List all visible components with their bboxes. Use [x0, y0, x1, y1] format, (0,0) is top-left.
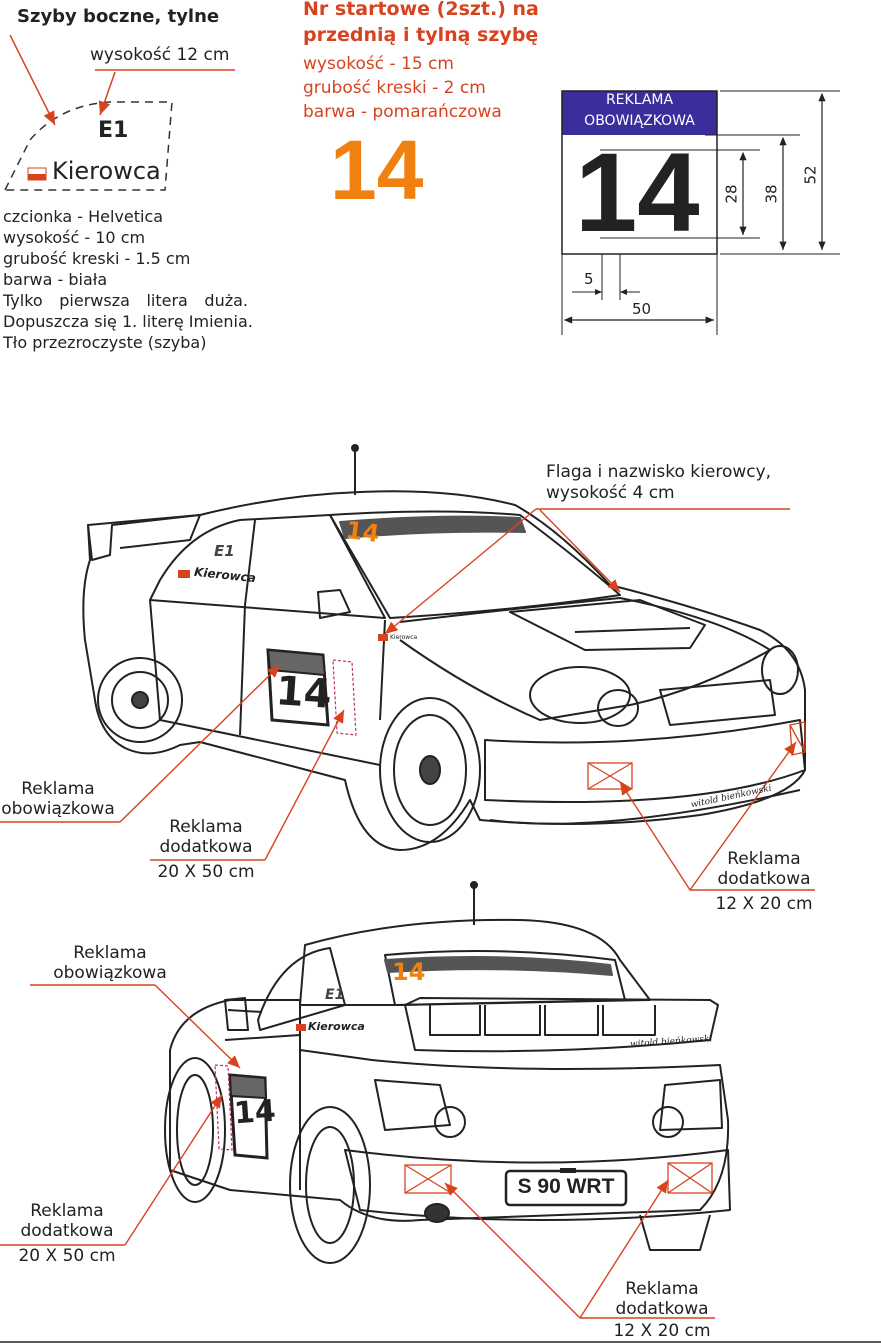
sample-start-number: 14	[330, 123, 424, 217]
rear-door-extra-1: Reklama	[30, 1201, 104, 1221]
front-bumper-extra-2: dodatkowa	[717, 869, 811, 889]
front-door-extra-2: dodatkowa	[159, 837, 253, 857]
rear-bumper-extra-1: Reklama	[625, 1279, 699, 1299]
window-spec-line: grubość kreski - 1.5 cm	[3, 249, 191, 268]
plate-header-2: OBOWIĄZKOWA	[584, 113, 695, 129]
window-callout-line	[9, 34, 56, 126]
rear-window-number: 14	[392, 958, 426, 986]
dim-height-total: 52	[801, 165, 820, 185]
dim-height-mid: 38	[762, 184, 781, 204]
rear-door-number: 14	[232, 1093, 277, 1132]
front-fender-name: Kierowca	[390, 634, 418, 641]
plate-number: 14	[575, 130, 700, 255]
front-windscreen-number: 14	[344, 515, 382, 549]
front-bumper-extra-callout: Reklama dodatkowa 12 X 20 cm	[694, 849, 834, 914]
rear-car-outline	[164, 881, 731, 1264]
front-car-outline	[82, 444, 806, 851]
window-spec-line: wysokość - 10 cm	[3, 228, 146, 247]
front-mandatory-callout: Reklama obowiązkowa	[0, 779, 128, 819]
dim-height-inner: 28	[722, 184, 741, 204]
rear-side-name: Kierowca	[308, 1020, 365, 1033]
rear-mandatory-callout: Reklama obowiązkowa	[40, 943, 180, 983]
door-plate-drawing	[561, 90, 840, 335]
rear-side-code: E1	[325, 987, 345, 1003]
front-callout-lines	[0, 508, 815, 891]
rear-mandatory-1: Reklama	[73, 943, 147, 963]
window-spec-line: czcionka - Helvetica	[3, 207, 164, 226]
rear-door-extra-2: dodatkowa	[20, 1221, 114, 1241]
front-car-decals	[178, 570, 806, 790]
rear-bumper-extra-2: dodatkowa	[615, 1299, 709, 1319]
start-spec-line: wysokość - 15 cm	[303, 54, 454, 74]
window-height-label: wysokość 12 cm	[90, 45, 230, 65]
start-spec-line: grubość kreski - 2 cm	[303, 78, 486, 98]
front-mandatory-2: obowiązkowa	[1, 799, 115, 819]
rear-mandatory-2: obowiązkowa	[53, 963, 167, 983]
flag-callout-2: wysokość 4 cm	[546, 483, 675, 503]
side-windows-title: Szyby boczne, tylne	[17, 6, 220, 27]
rear-door-extra-callout: Reklama dodatkowa 20 X 50 cm	[0, 1201, 137, 1266]
window-spec-list: czcionka - Helvetica wysokość - 10 cm gr…	[3, 206, 253, 353]
start-spec-line: barwa - pomarańczowa	[303, 102, 502, 122]
start-numbers-spec-list: wysokość - 15 cm grubość kreski - 2 cm b…	[303, 52, 502, 124]
front-bumper-extra-size: 12 X 20 cm	[715, 894, 813, 914]
license-plate-text: S 90 WRT	[517, 1175, 615, 1198]
front-door-extra-1: Reklama	[169, 817, 243, 837]
window-code: E1	[98, 118, 129, 143]
side-window-sketch	[3, 34, 235, 191]
window-spec-line: Dopuszcza się 1. literę Imienia.	[3, 312, 253, 331]
dim-margin: 5	[584, 270, 594, 288]
rear-bumper-extra-callout: Reklama dodatkowa 12 X 20 cm	[592, 1279, 732, 1341]
front-door-extra-size: 20 X 50 cm	[157, 862, 255, 882]
flag-callout-1: Flaga i nazwisko kierowcy,	[546, 462, 772, 482]
plate-header-1: REKLAMA	[605, 92, 674, 108]
dim-width: 50	[632, 300, 652, 318]
start-numbers-title-2: przednią i tylną szybę	[303, 24, 539, 46]
front-door-extra-callout: Reklama dodatkowa 20 X 50 cm	[136, 817, 276, 882]
rear-car-decals	[214, 1024, 713, 1207]
window-spec-line: Tło przezroczyste (szyba)	[3, 333, 207, 352]
rear-callout-lines	[0, 984, 715, 1319]
front-mandatory-1: Reklama	[21, 779, 95, 799]
rear-door-extra-size: 20 X 50 cm	[18, 1246, 116, 1266]
start-numbers-title-1: Nr startowe (2szt.) na	[303, 0, 539, 20]
front-side-code: E1	[214, 542, 235, 560]
front-bumper-extra-1: Reklama	[727, 849, 801, 869]
window-spec-line: barwa - biała	[3, 270, 108, 289]
window-driver-name: Kierowca	[52, 157, 161, 185]
rear-bumper-extra-size: 12 X 20 cm	[613, 1321, 711, 1341]
front-door-number: 14	[274, 668, 334, 718]
window-spec-line: Tylko pierwsza litera duża.	[3, 291, 248, 310]
